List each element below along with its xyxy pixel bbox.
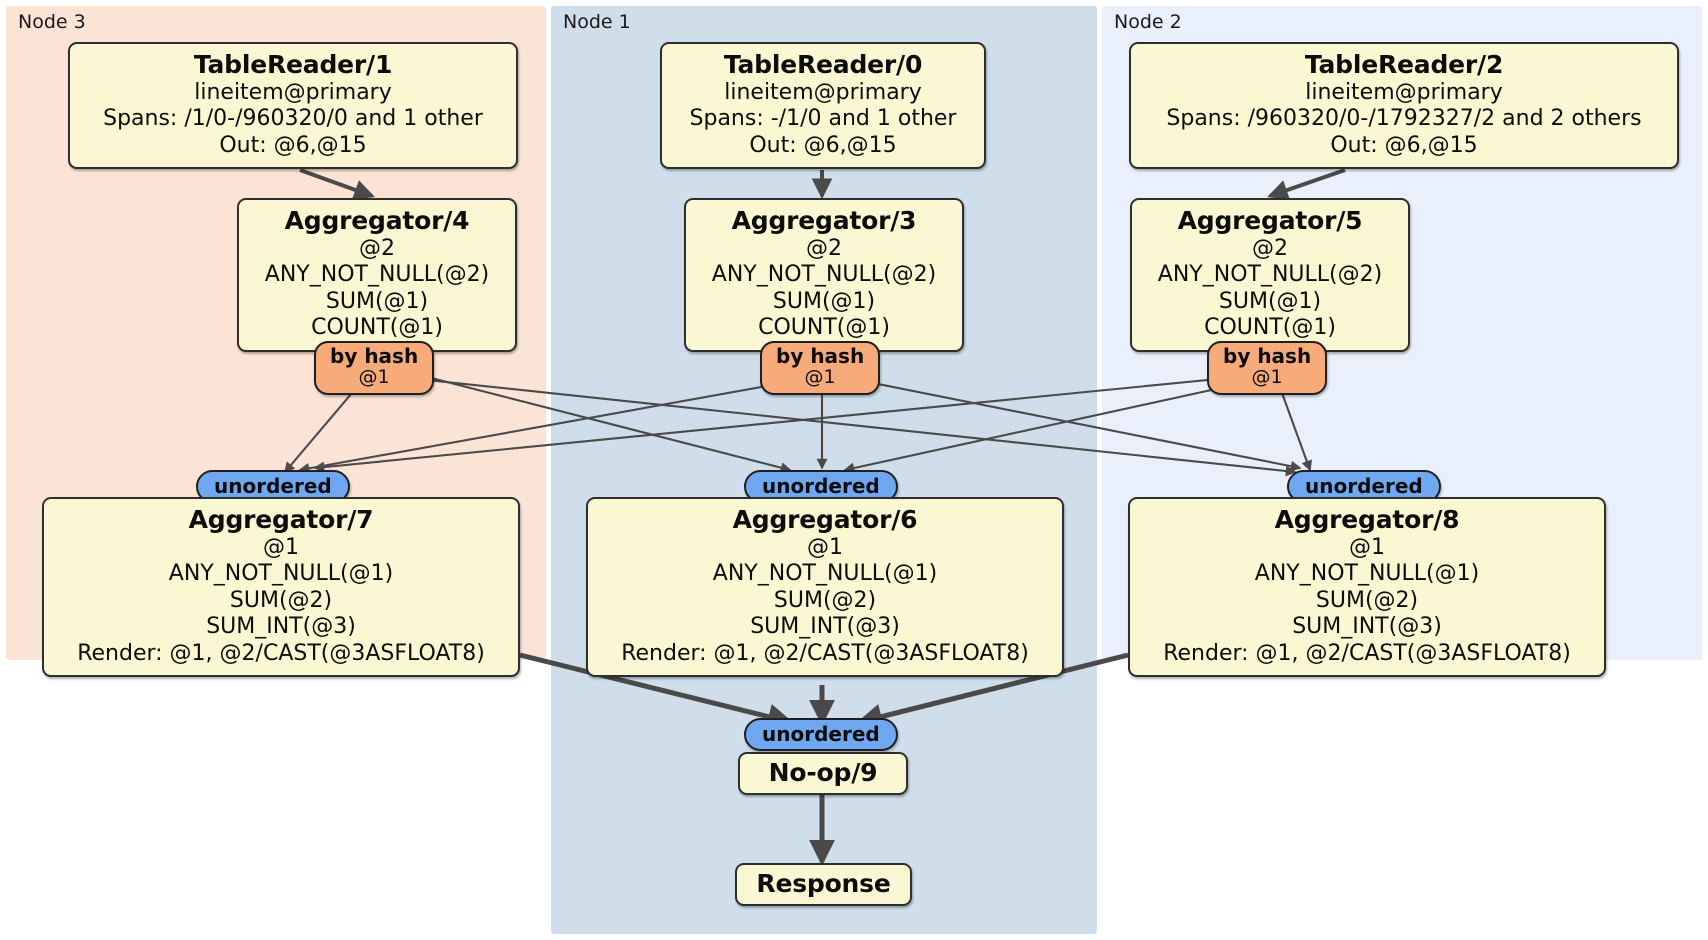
router-subtitle: @1 bbox=[358, 366, 390, 389]
processor-detail: lineitem@primary bbox=[194, 80, 392, 105]
processor-title: Response bbox=[756, 869, 891, 898]
processor-detail: SUM_INT(@3) bbox=[750, 614, 900, 640]
processor-detail: @2 bbox=[1252, 236, 1288, 261]
processor-table-reader-1[interactable]: TableReader/1 lineitem@primary Spans: /1… bbox=[68, 42, 518, 170]
processor-aggregator-5[interactable]: Aggregator/5 @2 ANY_NOT_NULL(@2) SUM(@1)… bbox=[1130, 198, 1410, 352]
synchronizer-title: unordered bbox=[762, 474, 880, 498]
processor-detail: SUM(@2) bbox=[773, 587, 877, 613]
processor-detail: Render: @1, @2/CAST(@3ASFLOAT8) bbox=[1163, 640, 1571, 666]
router-by-hash-center[interactable]: by hash @1 bbox=[760, 341, 881, 395]
processor-aggregator-8[interactable]: Aggregator/8 @1 ANY_NOT_NULL(@1) SUM(@2)… bbox=[1128, 497, 1606, 677]
synchronizer-title: unordered bbox=[214, 474, 332, 498]
synchronizer-title: unordered bbox=[1305, 474, 1423, 498]
processor-title: TableReader/2 bbox=[1304, 50, 1504, 79]
processor-detail: SUM_INT(@3) bbox=[206, 614, 356, 640]
processor-detail: SUM(@1) bbox=[325, 288, 429, 314]
processor-response[interactable]: Response bbox=[735, 863, 912, 906]
processor-detail: Out: @6,@15 bbox=[749, 132, 897, 158]
processor-title: Aggregator/6 bbox=[732, 505, 918, 534]
processor-detail: Render: @1, @2/CAST(@3ASFLOAT8) bbox=[77, 640, 485, 666]
router-by-hash-right[interactable]: by hash @1 bbox=[1207, 341, 1328, 395]
processor-detail: lineitem@primary bbox=[724, 80, 922, 105]
node-panel-label: Node 1 bbox=[563, 11, 631, 33]
processor-title: TableReader/1 bbox=[193, 50, 393, 79]
node-panel-label: Node 2 bbox=[1114, 11, 1182, 33]
processor-detail: @2 bbox=[359, 236, 395, 261]
processor-detail: Spans: /1/0-/960320/0 and 1 other bbox=[103, 106, 483, 132]
processor-aggregator-6[interactable]: Aggregator/6 @1 ANY_NOT_NULL(@1) SUM(@2)… bbox=[586, 497, 1064, 677]
processor-table-reader-0[interactable]: TableReader/0 lineitem@primary Spans: -/… bbox=[660, 42, 986, 170]
processor-detail: @1 bbox=[1349, 535, 1385, 560]
processor-detail: SUM(@2) bbox=[1315, 587, 1419, 613]
synchronizer-unordered-final[interactable]: unordered bbox=[744, 718, 898, 752]
processor-detail: COUNT(@1) bbox=[311, 315, 443, 341]
processor-detail: Out: @6,@15 bbox=[219, 132, 367, 158]
processor-detail: Out: @6,@15 bbox=[1330, 132, 1478, 158]
synchronizer-title: unordered bbox=[762, 722, 880, 746]
router-subtitle: @1 bbox=[1251, 366, 1283, 389]
processor-detail: Spans: -/1/0 and 1 other bbox=[689, 106, 957, 132]
processor-detail: ANY_NOT_NULL(@1) bbox=[712, 561, 938, 587]
processor-detail: SUM(@1) bbox=[1218, 288, 1322, 314]
processor-detail: Render: @1, @2/CAST(@3ASFLOAT8) bbox=[621, 640, 1029, 666]
processor-title: Aggregator/7 bbox=[188, 505, 374, 534]
processor-title: Aggregator/5 bbox=[1177, 206, 1363, 235]
processor-detail: ANY_NOT_NULL(@1) bbox=[1254, 561, 1480, 587]
processor-detail: ANY_NOT_NULL(@2) bbox=[711, 262, 937, 288]
processor-detail: SUM(@2) bbox=[229, 587, 333, 613]
router-title: by hash bbox=[1223, 344, 1312, 368]
router-subtitle: @1 bbox=[804, 366, 836, 389]
processor-detail: ANY_NOT_NULL(@2) bbox=[264, 262, 490, 288]
processor-detail: ANY_NOT_NULL(@1) bbox=[168, 561, 394, 587]
processor-noop-9[interactable]: No-op/9 bbox=[738, 752, 908, 795]
processor-detail: SUM(@1) bbox=[772, 288, 876, 314]
processor-detail: @1 bbox=[807, 535, 843, 560]
processor-detail: lineitem@primary bbox=[1305, 80, 1503, 105]
router-title: by hash bbox=[776, 344, 865, 368]
processor-detail: @1 bbox=[263, 535, 299, 560]
processor-detail: Spans: /960320/0-/1792327/2 and 2 others bbox=[1166, 106, 1642, 132]
processor-detail: COUNT(@1) bbox=[1204, 315, 1336, 341]
processor-title: Aggregator/8 bbox=[1274, 505, 1460, 534]
router-title: by hash bbox=[330, 344, 419, 368]
node-panel-label: Node 3 bbox=[18, 11, 86, 33]
processor-title: Aggregator/3 bbox=[731, 206, 917, 235]
processor-title: Aggregator/4 bbox=[284, 206, 470, 235]
processor-aggregator-3[interactable]: Aggregator/3 @2 ANY_NOT_NULL(@2) SUM(@1)… bbox=[684, 198, 964, 352]
processor-table-reader-2[interactable]: TableReader/2 lineitem@primary Spans: /9… bbox=[1129, 42, 1679, 170]
processor-detail: ANY_NOT_NULL(@2) bbox=[1157, 262, 1383, 288]
processor-detail: @2 bbox=[806, 236, 842, 261]
router-by-hash-left[interactable]: by hash @1 bbox=[314, 341, 435, 395]
processor-aggregator-4[interactable]: Aggregator/4 @2 ANY_NOT_NULL(@2) SUM(@1)… bbox=[237, 198, 517, 352]
processor-title: TableReader/0 bbox=[723, 50, 923, 79]
processor-detail: SUM_INT(@3) bbox=[1292, 614, 1442, 640]
processor-title: No-op/9 bbox=[768, 758, 878, 787]
processor-detail: COUNT(@1) bbox=[758, 315, 890, 341]
processor-aggregator-7[interactable]: Aggregator/7 @1 ANY_NOT_NULL(@1) SUM(@2)… bbox=[42, 497, 520, 677]
